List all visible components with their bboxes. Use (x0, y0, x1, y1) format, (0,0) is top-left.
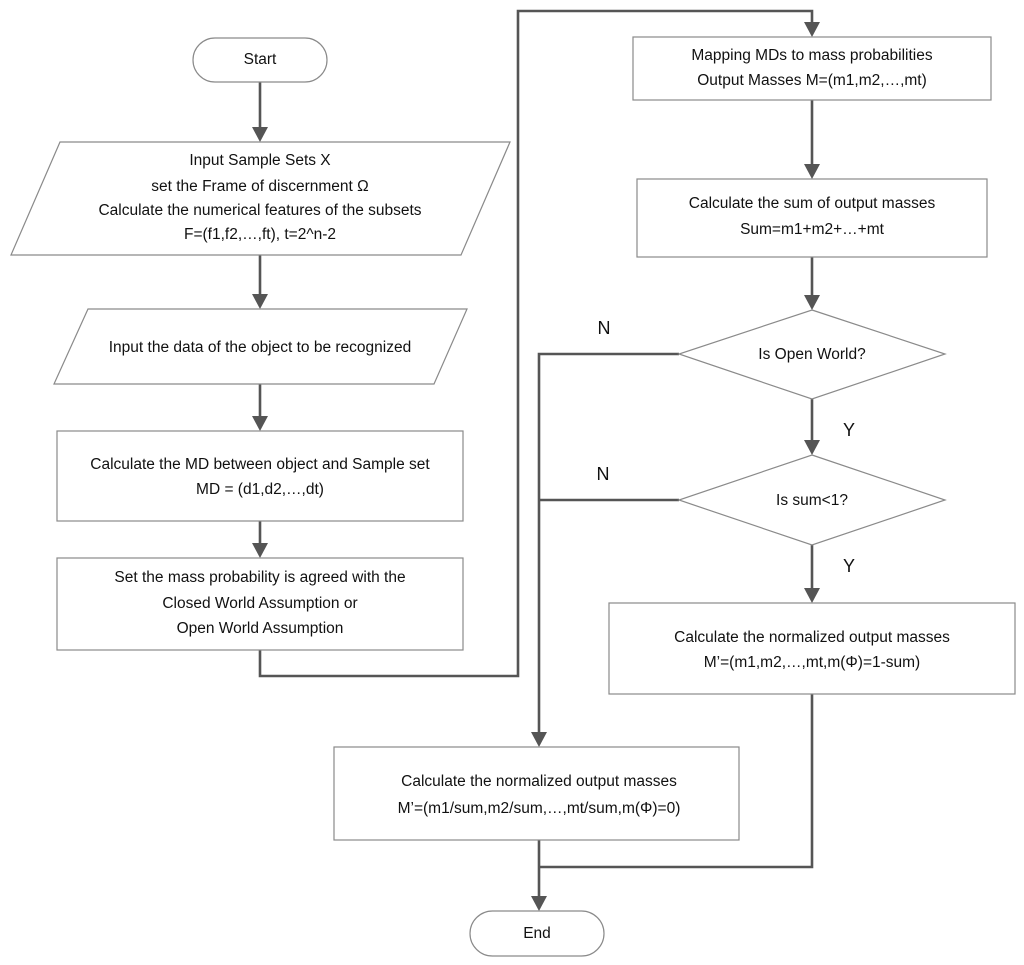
input-sets-line-4: F=(f1,f2,…,ft), t=2^n-2 (184, 226, 336, 243)
start-text: Start (244, 51, 277, 68)
set-mass-line-2: Closed World Assumption or (162, 595, 357, 612)
sum-diamond (677, 454, 947, 546)
normalize-open-shape (608, 602, 1016, 695)
connector-set-mass-to-mapping (258, 9, 814, 678)
open-world-decision: Is Open World? (677, 309, 947, 400)
connector-open-world-no (537, 352, 679, 732)
start-terminal-shape (192, 37, 328, 83)
calc-md-line-1: Calculate the MD between object and Samp… (90, 456, 430, 473)
calc-md-shape (56, 430, 464, 522)
open-world-no-label: N (598, 318, 611, 338)
input-sample-sets-shape (10, 141, 511, 256)
sum-yes-label: Y (843, 556, 855, 576)
input-sets-line-1: Input Sample Sets X (189, 152, 331, 169)
end-terminal: End (469, 910, 605, 957)
normalize-open-box: Calculate the normalized output masses M… (608, 602, 1016, 695)
normalize-open-line-1: Calculate the normalized output masses (674, 629, 950, 646)
arrowhead (531, 896, 547, 911)
set-mass-line-1: Set the mass probability is agreed with … (114, 569, 405, 586)
input-object-shape (53, 308, 468, 385)
calc-md-line-2: MD = (d1,d2,…,dt) (196, 481, 324, 498)
input-sets-line-2: set the Frame of discernment Ω (151, 178, 368, 195)
calc-sum-line-2: Sum=m1+m2+…+mt (740, 221, 885, 238)
calc-sum-box: Calculate the sum of output masses Sum=m… (636, 178, 988, 258)
arrowhead (804, 588, 820, 603)
arrowhead (804, 440, 820, 455)
start-terminal: Start (192, 37, 328, 83)
connectors (252, 9, 820, 911)
normalize-closed-shape (333, 746, 740, 841)
connector-norm-open-to-end (539, 694, 814, 869)
end-terminal-shape (469, 910, 605, 957)
input-sample-sets-box: Input Sample Sets X set the Frame of dis… (10, 141, 511, 256)
sum-decision: Is sum<1? (677, 454, 947, 546)
calc-sum-shape (636, 178, 988, 258)
input-object-box: Input the data of the object to be recog… (53, 308, 468, 385)
arrowhead (252, 294, 268, 309)
arrowhead (531, 732, 547, 747)
end-text: End (523, 925, 551, 942)
sum-decision-text: Is sum<1? (776, 492, 848, 509)
arrowhead (252, 543, 268, 558)
mapping-shape (632, 36, 992, 101)
mapping-line-1: Mapping MDs to mass probabilities (691, 47, 932, 64)
sum-no-label: N (597, 464, 610, 484)
set-mass-box: Set the mass probability is agreed with … (56, 557, 464, 651)
mapping-box: Mapping MDs to mass probabilities Output… (632, 36, 992, 101)
calc-md-box: Calculate the MD between object and Samp… (56, 430, 464, 522)
arrowhead (252, 416, 268, 431)
calc-sum-line-1: Calculate the sum of output masses (689, 195, 936, 212)
open-world-text: Is Open World? (758, 346, 866, 363)
mapping-line-2: Output Masses M=(m1,m2,…,mt) (697, 72, 927, 89)
normalize-closed-line-1: Calculate the normalized output masses (401, 773, 677, 790)
input-object-text: Input the data of the object to be recog… (109, 339, 411, 356)
open-world-diamond (677, 309, 947, 400)
normalize-open-line-2: M’=(m1,m2,…,mt,m(Φ)=1-sum) (704, 654, 920, 671)
arrowhead (804, 164, 820, 179)
open-world-yes-label: Y (843, 420, 855, 440)
input-sets-line-3: Calculate the numerical features of the … (98, 202, 421, 219)
arrowhead (804, 295, 820, 310)
arrowhead (804, 22, 820, 37)
arrowhead (252, 127, 268, 142)
normalize-closed-box: Calculate the normalized output masses M… (333, 746, 740, 841)
normalize-closed-line-2: M’=(m1/sum,m2/sum,…,mt/sum,m(Φ)=0) (398, 800, 681, 817)
set-mass-shape (56, 557, 464, 651)
set-mass-line-3: Open World Assumption (177, 620, 344, 637)
